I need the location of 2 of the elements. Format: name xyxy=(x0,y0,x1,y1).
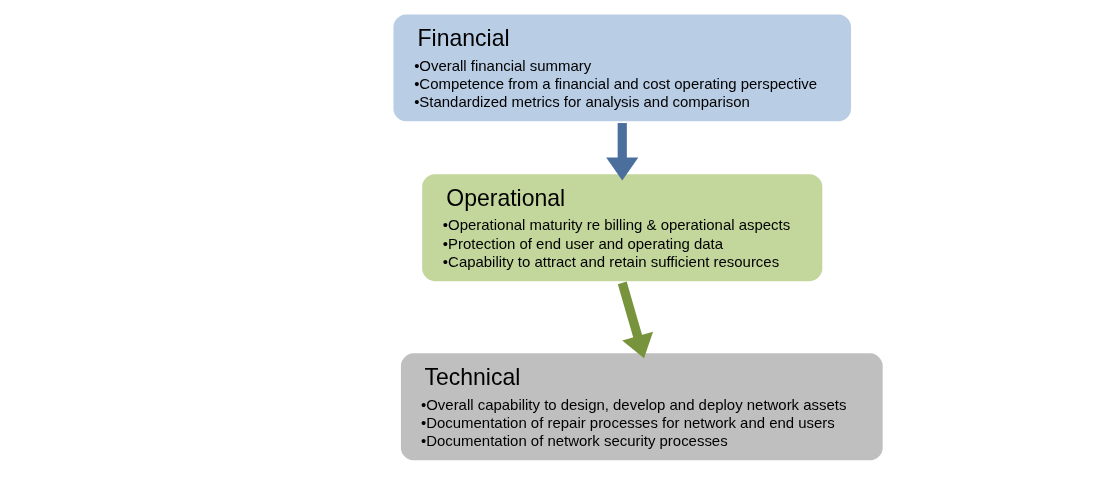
arrow xyxy=(605,123,638,181)
arrow xyxy=(617,281,653,359)
